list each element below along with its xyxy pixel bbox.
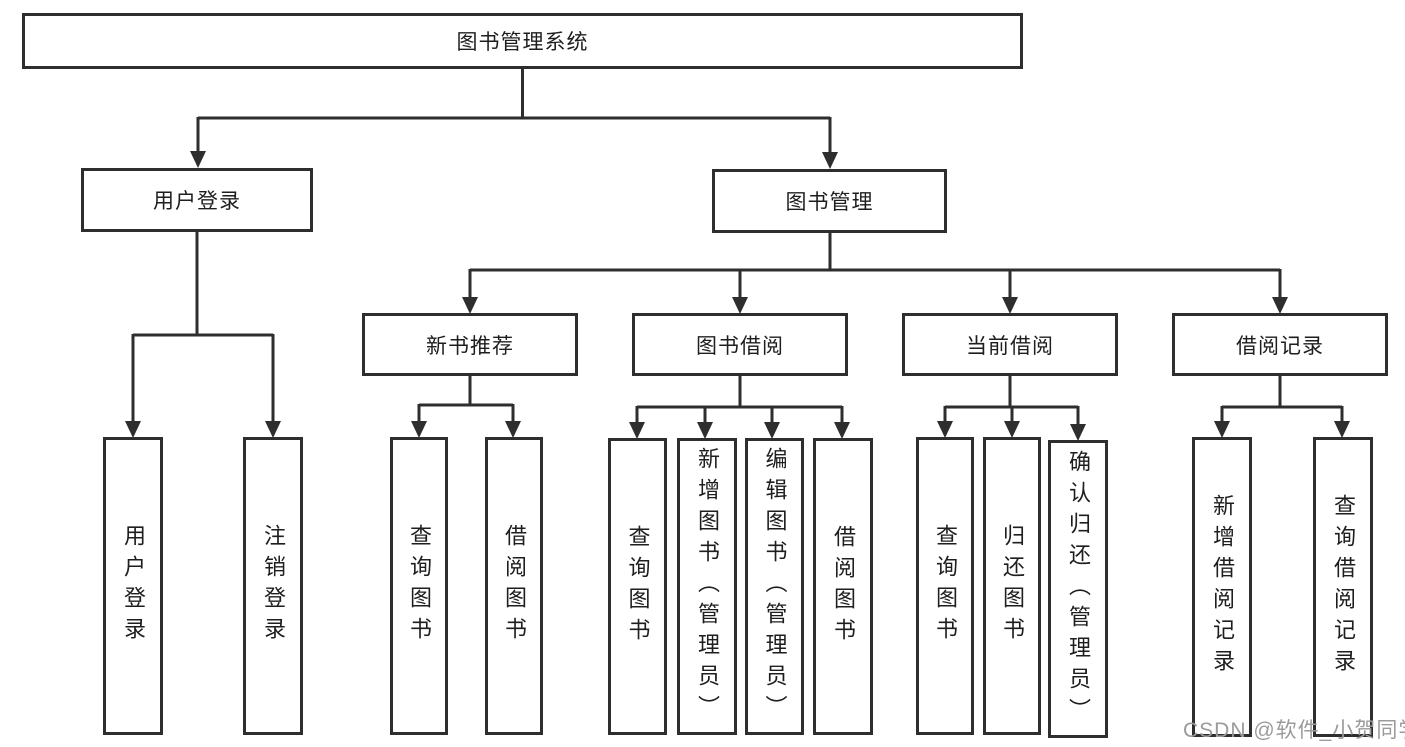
node-label: 图书管理系统 — [456, 31, 589, 54]
leaf-label: 查询图书 — [407, 524, 432, 648]
leaf-label: 新增借阅记录 — [1210, 494, 1235, 680]
leaf-label: 查询借阅记录 — [1331, 494, 1356, 680]
leaf-user-login: 用户登录 — [103, 437, 163, 735]
leaf-current-query-books: 查询图书 — [916, 437, 974, 735]
node-current-borrow: 当前借阅 — [902, 313, 1118, 376]
leaf-label: 新增图书（管理员） — [695, 447, 720, 726]
leaf-label: 确认归还（管理员） — [1066, 449, 1091, 729]
node-new-book-recommend: 新书推荐 — [362, 313, 578, 376]
leaf-records-add-record: 新增借阅记录 — [1192, 437, 1252, 737]
node-label: 用户登录 — [153, 190, 241, 213]
node-label: 新书推荐 — [426, 334, 514, 358]
leaf-current-confirm-return-admin: 确认归还（管理员） — [1048, 440, 1108, 738]
node-label: 图书借阅 — [696, 334, 784, 358]
leaf-label: 归还图书 — [1000, 524, 1025, 648]
leaf-borrow-query-books: 查询图书 — [608, 438, 667, 735]
node-label: 借阅记录 — [1236, 334, 1324, 358]
leaf-borrow-edit-books-admin: 编辑图书（管理员） — [745, 438, 804, 735]
node-label: 图书管理 — [785, 191, 874, 214]
leaf-borrow-borrow-books: 借阅图书 — [813, 438, 873, 735]
leaf-label: 查询图书 — [933, 524, 958, 648]
leaf-recommend-borrow-books: 借阅图书 — [485, 437, 543, 735]
node-library-management-system: 图书管理系统 — [22, 13, 1023, 69]
leaf-label: 借阅图书 — [502, 524, 527, 648]
leaf-recommend-query-books: 查询图书 — [390, 437, 448, 735]
node-book-borrow: 图书借阅 — [632, 313, 848, 376]
leaf-records-query-record: 查询借阅记录 — [1313, 437, 1373, 737]
leaf-borrow-add-books-admin: 新增图书（管理员） — [677, 438, 737, 735]
leaf-label: 查询图书 — [625, 524, 651, 649]
node-book-management: 图书管理 — [712, 169, 947, 233]
node-label: 当前借阅 — [966, 334, 1054, 358]
leaf-logout: 注销登录 — [243, 437, 303, 735]
leaf-label: 注销登录 — [261, 524, 286, 648]
node-user-login: 用户登录 — [81, 168, 313, 232]
csdn-watermark: CSDN @软件_小贺同学 — [1183, 719, 1405, 742]
leaf-label: 用户登录 — [121, 524, 146, 648]
leaf-label: 编辑图书（管理员） — [762, 447, 788, 726]
leaf-current-return-books: 归还图书 — [983, 437, 1041, 735]
node-borrow-records: 借阅记录 — [1172, 313, 1388, 376]
leaf-label: 借阅图书 — [831, 524, 856, 649]
